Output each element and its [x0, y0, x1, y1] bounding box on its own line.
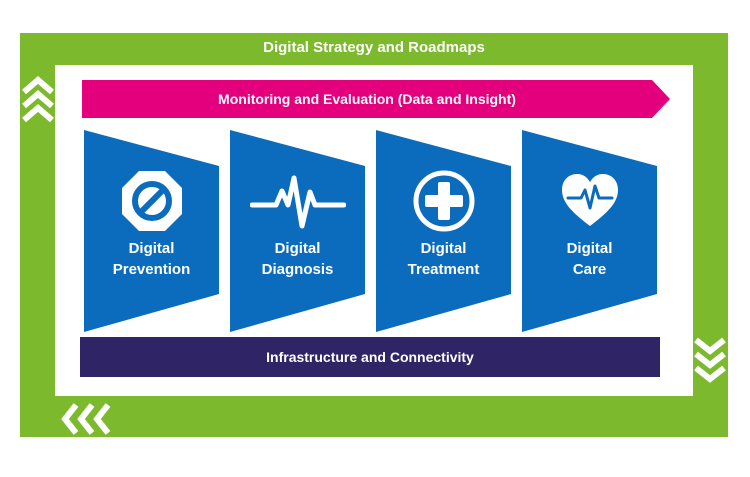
pillar-digital-care: Digital Care	[522, 130, 657, 332]
pulse-line-icon	[230, 168, 365, 234]
monitoring-label: Monitoring and Evaluation (Data and Insi…	[218, 91, 516, 107]
infrastructure-banner: Infrastructure and Connectivity	[80, 337, 660, 377]
chevron-left-icon	[61, 403, 111, 435]
pillar-label: Digital Prevention	[112, 240, 191, 278]
monitoring-banner: Monitoring and Evaluation (Data and Insi…	[82, 80, 670, 118]
pillar-label: Digital Treatment	[407, 240, 480, 278]
heart-pulse-icon	[522, 168, 657, 234]
pillar-label: Digital Care	[566, 240, 613, 278]
pillar-label: Digital Diagnosis	[261, 240, 334, 278]
pillar-digital-prevention: Digital Prevention	[84, 130, 219, 332]
medical-cross-icon	[376, 168, 511, 234]
frame-title: Digital Strategy and Roadmaps	[263, 39, 485, 56]
pillar-digital-treatment: Digital Treatment	[376, 130, 511, 332]
pillar-digital-diagnosis: Digital Diagnosis	[230, 130, 365, 332]
chevron-down-icon	[694, 337, 726, 383]
stop-sign-icon	[84, 168, 219, 234]
chevron-up-icon	[22, 76, 54, 123]
